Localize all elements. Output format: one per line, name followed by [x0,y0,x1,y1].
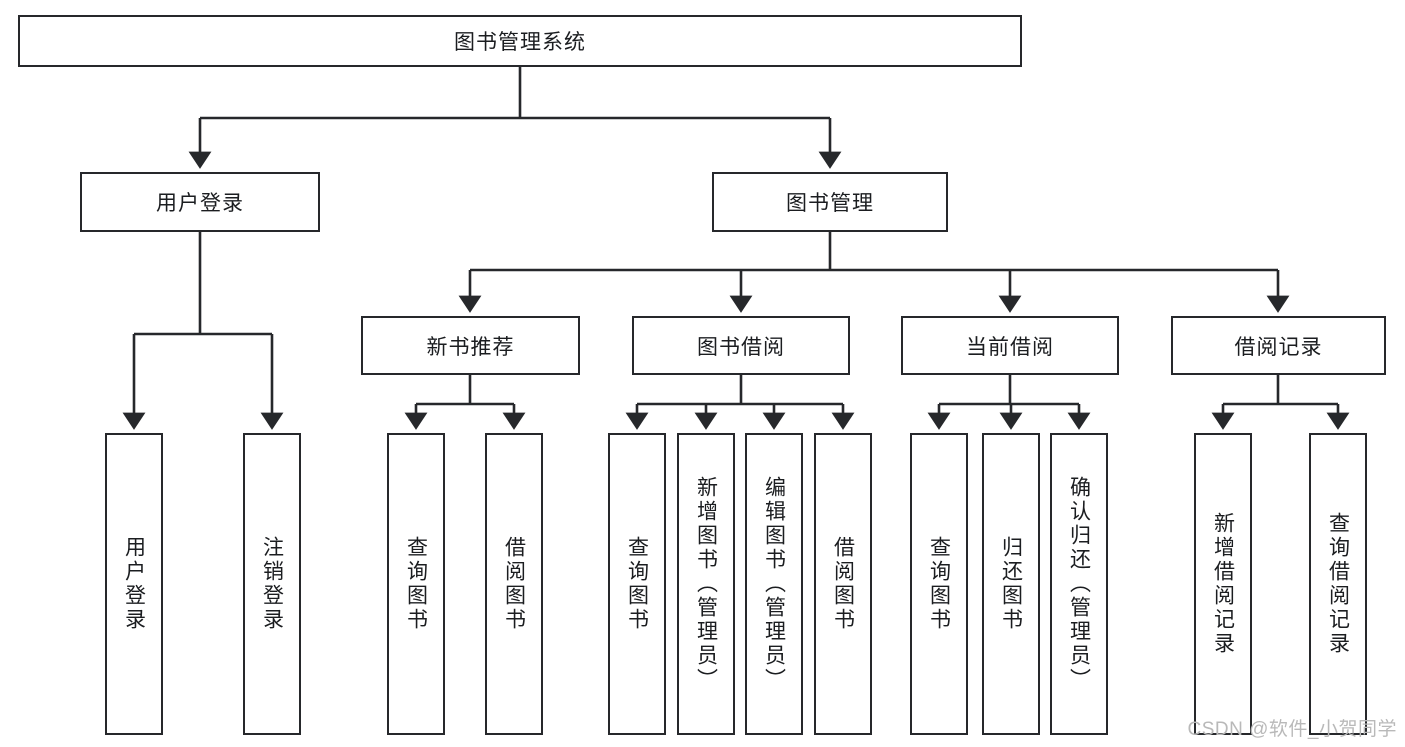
node-book-manage-label: 图书管理 [786,192,874,215]
node-leaf-query-book-1-label: 查询图书 [404,536,428,632]
node-new-book-rec[interactable]: 新书推荐 [361,316,580,375]
node-leaf-query-record-label: 查询借阅记录 [1326,512,1350,656]
node-user-login[interactable]: 用户登录 [80,172,320,232]
node-leaf-query-book-3-label: 查询图书 [927,536,951,632]
node-leaf-borrow-book-2[interactable]: 借阅图书 [814,433,872,735]
node-current-borrow[interactable]: 当前借阅 [901,316,1119,375]
node-leaf-query-book-2[interactable]: 查询图书 [608,433,666,735]
node-leaf-add-book-label: 新增图书（管理员） [694,476,718,692]
node-leaf-logout-login-label: 注销登录 [260,536,284,632]
watermark-text: CSDN @软件_小贺同学 [1187,719,1397,740]
node-book-borrow-label: 图书借阅 [697,335,785,359]
node-leaf-query-book-3[interactable]: 查询图书 [910,433,968,735]
node-leaf-query-book-2-label: 查询图书 [625,536,649,632]
node-leaf-return-book-label: 归还图书 [999,536,1023,632]
node-leaf-borrow-book-1-label: 借阅图书 [502,536,526,632]
node-leaf-edit-book-label: 编辑图书（管理员） [762,476,786,692]
node-leaf-query-book-1[interactable]: 查询图书 [387,433,445,735]
node-current-borrow-label: 当前借阅 [966,335,1054,359]
node-leaf-logout-login[interactable]: 注销登录 [243,433,301,735]
node-borrow-record[interactable]: 借阅记录 [1171,316,1386,375]
node-leaf-confirm-return-label: 确认归还（管理员） [1067,476,1091,692]
node-book-borrow[interactable]: 图书借阅 [632,316,850,375]
node-user-login-label: 用户登录 [156,192,244,215]
node-leaf-add-book[interactable]: 新增图书（管理员） [677,433,735,735]
node-root-label: 图书管理系统 [454,31,586,54]
node-book-manage[interactable]: 图书管理 [712,172,948,232]
node-leaf-user-login-label: 用户登录 [122,536,146,632]
node-leaf-borrow-book-2-label: 借阅图书 [831,536,855,632]
node-root[interactable]: 图书管理系统 [18,15,1022,67]
node-leaf-add-record[interactable]: 新增借阅记录 [1194,433,1252,735]
node-leaf-query-record[interactable]: 查询借阅记录 [1309,433,1367,735]
node-leaf-add-record-label: 新增借阅记录 [1211,512,1235,656]
node-leaf-user-login[interactable]: 用户登录 [105,433,163,735]
node-borrow-record-label: 借阅记录 [1234,335,1323,359]
node-leaf-borrow-book-1[interactable]: 借阅图书 [485,433,543,735]
node-leaf-edit-book[interactable]: 编辑图书（管理员） [745,433,803,735]
node-leaf-confirm-return[interactable]: 确认归还（管理员） [1050,433,1108,735]
node-new-book-rec-label: 新书推荐 [426,335,515,359]
node-leaf-return-book[interactable]: 归还图书 [982,433,1040,735]
